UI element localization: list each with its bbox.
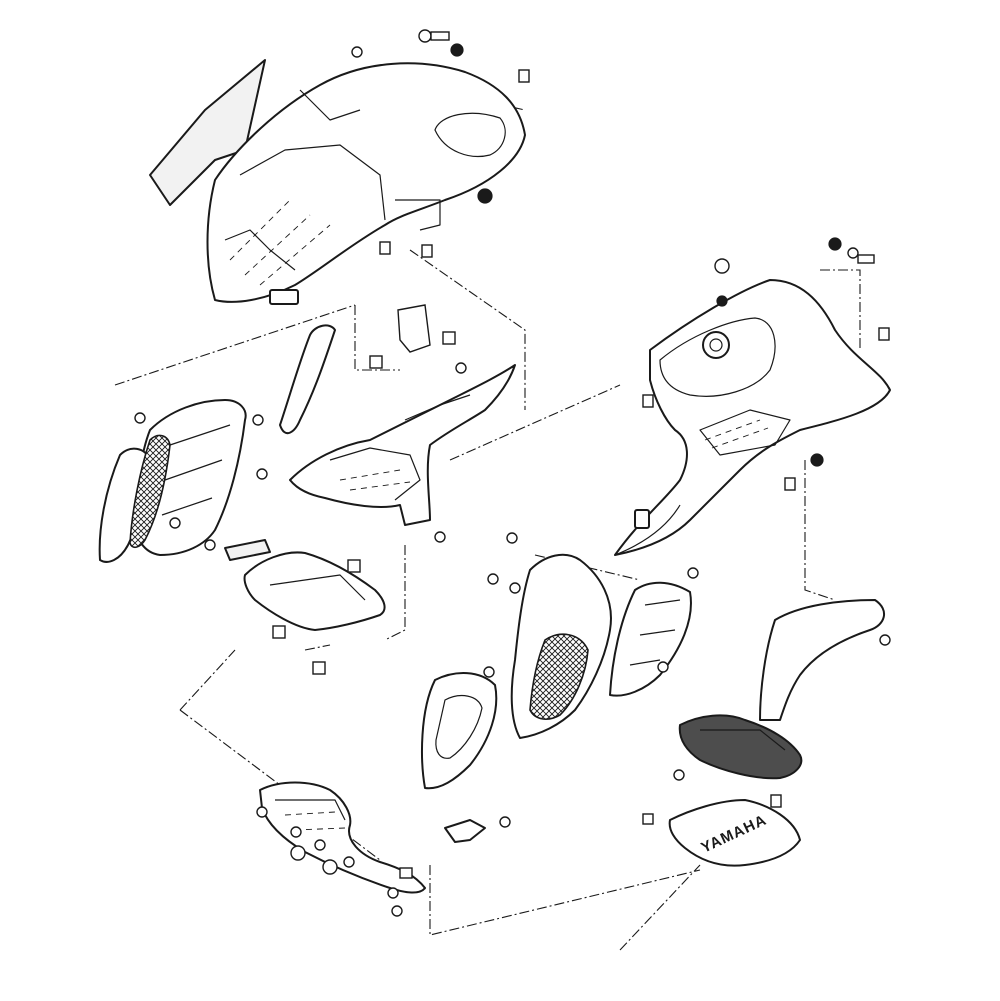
leader-lines bbox=[114, 87, 861, 951]
clip-icon bbox=[272, 625, 286, 639]
front-lower-fairing: YAMAHA bbox=[668, 599, 885, 867]
clip-icon bbox=[399, 867, 413, 879]
clip-icon bbox=[379, 241, 391, 255]
clip-icon bbox=[347, 559, 361, 573]
clip-icon bbox=[369, 355, 383, 369]
washer-icon bbox=[314, 839, 326, 851]
screw-icon bbox=[687, 567, 699, 579]
screw-icon bbox=[387, 887, 399, 899]
screw-icon bbox=[455, 362, 467, 374]
tank-clip bbox=[634, 509, 650, 529]
center-inner-panel bbox=[289, 364, 516, 526]
under-panel-body bbox=[243, 551, 386, 631]
nut-icon bbox=[351, 46, 363, 58]
screw-icon bbox=[256, 468, 268, 480]
screw-icon bbox=[879, 634, 891, 646]
right-duct-cover bbox=[421, 672, 498, 790]
clip-icon bbox=[642, 813, 654, 825]
clip-icon bbox=[518, 69, 530, 83]
clip-icon bbox=[784, 477, 796, 491]
right-side-panels bbox=[421, 553, 692, 790]
clip-icon bbox=[770, 794, 782, 808]
screw-icon bbox=[483, 666, 495, 678]
screw-icon bbox=[499, 816, 511, 828]
grommet-icon bbox=[450, 43, 464, 57]
washer-icon bbox=[343, 856, 355, 868]
screw-icon bbox=[506, 532, 518, 544]
tank-emblem bbox=[702, 331, 730, 359]
nut-icon bbox=[714, 258, 730, 274]
bolt-icon bbox=[322, 859, 338, 875]
clip-icon bbox=[878, 327, 890, 341]
decal-left bbox=[224, 539, 271, 561]
bolt-icon bbox=[290, 845, 306, 861]
screw-icon bbox=[673, 769, 685, 781]
left-side-panels bbox=[98, 324, 336, 563]
fuel-tank-cover bbox=[614, 279, 891, 556]
screw-icon bbox=[134, 412, 146, 424]
bottom-bracket bbox=[259, 781, 486, 894]
grommet-icon bbox=[828, 237, 842, 251]
screw-icon bbox=[204, 539, 216, 551]
screw-icon bbox=[256, 806, 268, 818]
clip-icon bbox=[421, 244, 433, 258]
left-under-panel bbox=[224, 539, 386, 631]
fairing-lower-section bbox=[678, 714, 803, 780]
clip-icon bbox=[442, 331, 456, 345]
screw-icon bbox=[169, 517, 181, 529]
side-trim-strip bbox=[279, 324, 336, 435]
nut-icon bbox=[847, 247, 859, 259]
upper-cowl-body bbox=[206, 62, 526, 303]
bolt-icon bbox=[857, 254, 875, 264]
screw-icon bbox=[509, 582, 521, 594]
screw-icon bbox=[657, 661, 669, 673]
screw-icon bbox=[487, 573, 499, 585]
screw-icon bbox=[434, 531, 446, 543]
inner-panel-body bbox=[289, 364, 516, 526]
bolt-icon bbox=[418, 29, 450, 43]
right-trim-piece bbox=[609, 581, 692, 697]
left-mesh-grille bbox=[129, 434, 171, 549]
clip-icon bbox=[312, 661, 326, 675]
right-mesh-grille bbox=[529, 633, 589, 720]
screw-icon bbox=[290, 826, 302, 838]
lower-cover-shield bbox=[668, 799, 801, 867]
bracket-icon bbox=[397, 304, 431, 353]
fasteners bbox=[134, 29, 891, 917]
tank-cover-body bbox=[614, 279, 891, 556]
screw-icon bbox=[252, 414, 264, 426]
fairing-upper-section bbox=[759, 599, 885, 721]
screw-icon bbox=[391, 905, 403, 917]
cowl-tab bbox=[269, 289, 299, 305]
grommet-icon bbox=[810, 453, 824, 467]
grommet-icon bbox=[716, 295, 728, 307]
clip-icon bbox=[642, 394, 654, 408]
grommet-icon bbox=[477, 188, 493, 204]
small-bracket bbox=[444, 819, 486, 843]
upper-cowl-left bbox=[149, 59, 526, 305]
